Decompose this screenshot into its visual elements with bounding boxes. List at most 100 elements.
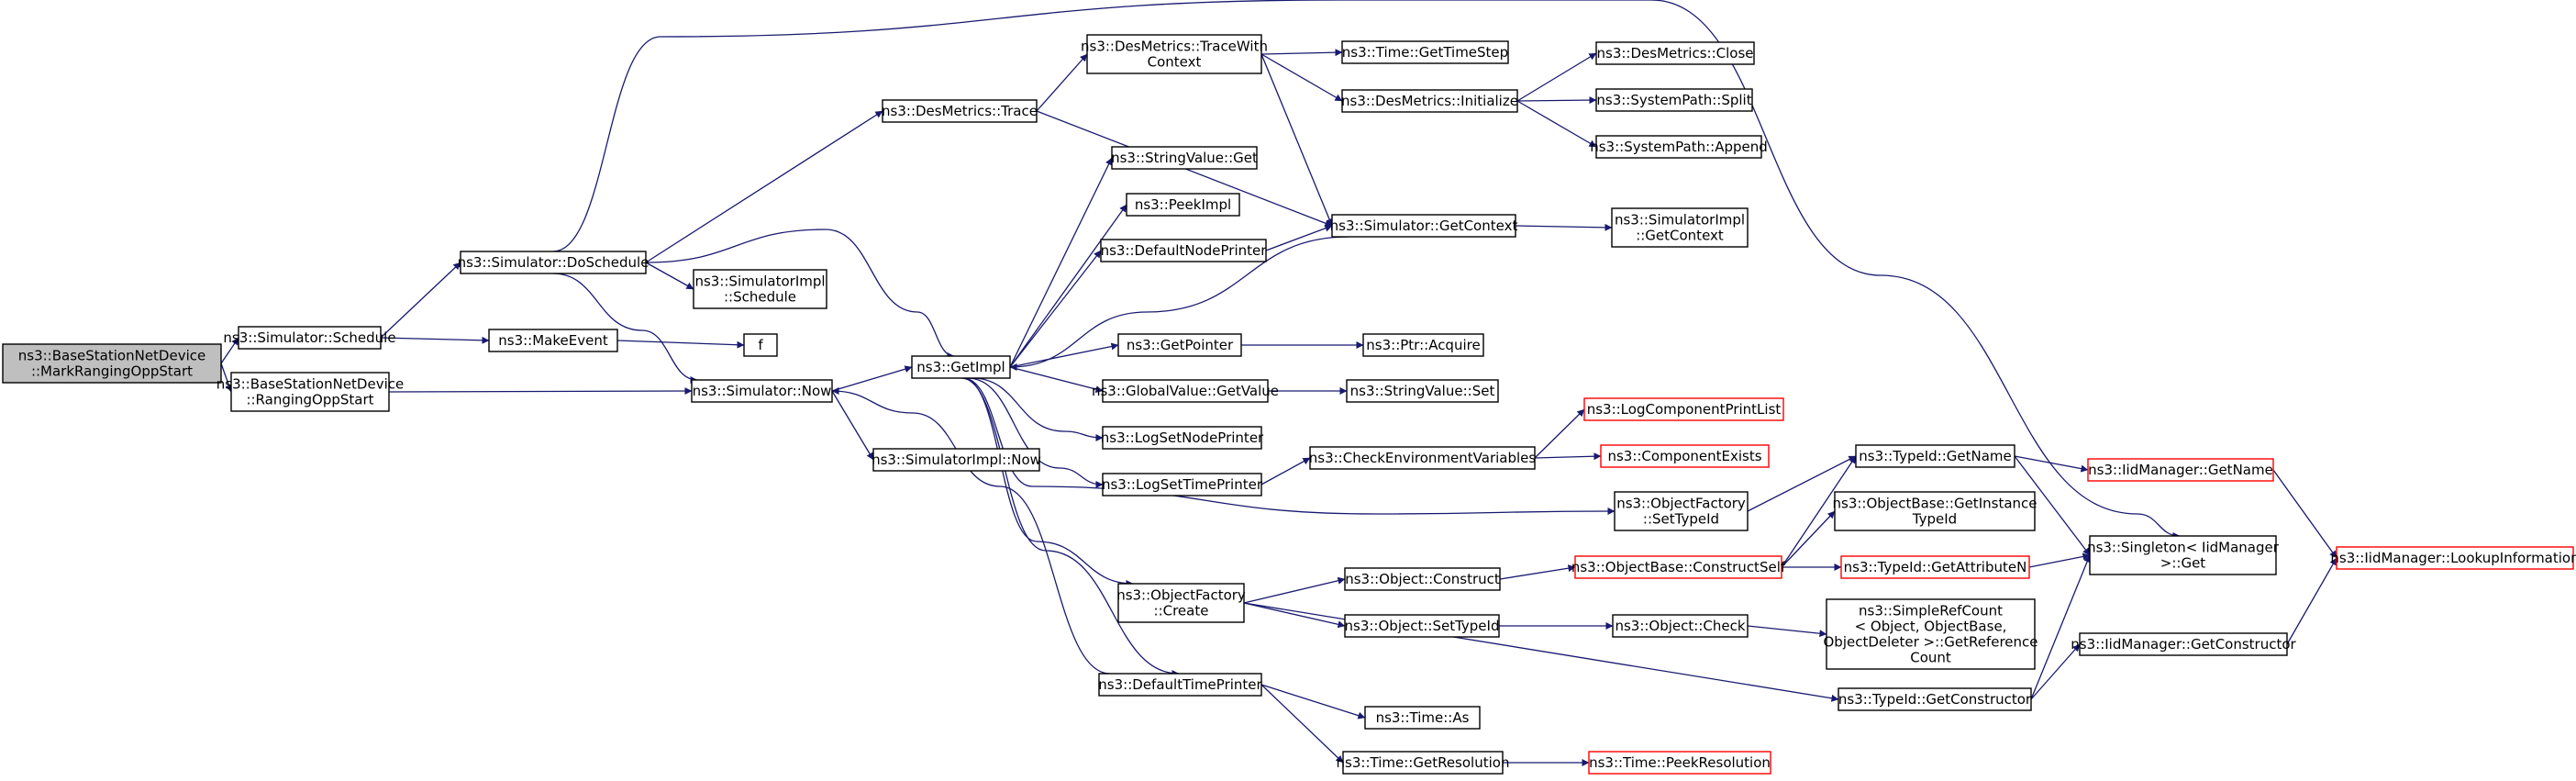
node-box bbox=[882, 99, 1038, 123]
node-def-time-printer[interactable]: ns3::DefaultTimePrinter bbox=[1098, 673, 1263, 697]
node-check-env[interactable]: ns3::CheckEnvironmentVariables bbox=[1309, 446, 1537, 470]
node-box bbox=[1611, 207, 1749, 248]
node-box bbox=[238, 326, 382, 350]
node-label: ns3::DesMetrics::Trace bbox=[882, 103, 1038, 119]
node-box bbox=[1612, 614, 1749, 638]
node-log-comp-list[interactable]: ns3::LogComponentPrintList bbox=[1583, 397, 1784, 421]
node-box bbox=[1855, 444, 2015, 468]
node-get-pointer[interactable]: ns3::GetPointer bbox=[1117, 333, 1242, 357]
node-iid-get-name[interactable]: ns3::IidManager::GetName bbox=[2087, 458, 2274, 482]
edge-do-schedule-to-now bbox=[552, 273, 698, 384]
node-ptr-acquire[interactable]: ns3::Ptr::Acquire bbox=[1362, 333, 1484, 357]
node-label: ns3::GetPointer bbox=[1127, 337, 1234, 353]
node-label: ns3::DefaultNodePrinter bbox=[1101, 242, 1268, 259]
node-obj-construct[interactable]: ns3::Object::Construct bbox=[1344, 567, 1501, 591]
node-label: ns3::DesMetrics::TraceWith bbox=[1081, 39, 1268, 55]
edge-get-impl-to-peek-impl bbox=[1009, 204, 1127, 368]
node-box bbox=[2336, 546, 2574, 570]
node-label: ns3::LogComponentPrintList bbox=[1587, 401, 1782, 418]
node-log-set-node[interactable]: ns3::LogSetNodePrinter bbox=[1101, 426, 1264, 450]
node-iid-lookup[interactable]: ns3::IidManager::LookupInformation bbox=[2330, 546, 2576, 570]
node-box bbox=[1102, 426, 1262, 450]
node-box bbox=[1331, 214, 1516, 238]
node-label: ns3::TypeId::GetConstructor bbox=[1838, 691, 2032, 708]
node-obj-set-type-id[interactable]: ns3::Object::SetTypeId bbox=[1344, 614, 1500, 638]
node-str-set[interactable]: ns3::StringValue::Set bbox=[1346, 379, 1499, 403]
edge-trace-with-to-get-context bbox=[1260, 53, 1333, 227]
node-obj-check[interactable]: ns3::Object::Check bbox=[1612, 614, 1749, 638]
node-label: ns3::Simulator::DoSchedule bbox=[458, 254, 650, 271]
edge-construct-self-to-tid-get-name bbox=[1781, 455, 1857, 568]
node-get-res[interactable]: ns3::Time::GetResolution bbox=[1337, 751, 1510, 775]
node-label: ::GetContext bbox=[1636, 228, 1724, 244]
node-box bbox=[2079, 632, 2288, 656]
edge-tid-get-ctor-to-iid-get-ctor bbox=[2030, 643, 2081, 700]
node-str-get[interactable]: ns3::StringValue::Get bbox=[1111, 146, 1258, 170]
node-ranging-start[interactable]: ns3::BaseStationNetDevice::RangingOppSta… bbox=[217, 372, 404, 412]
node-label: ns3::GetImpl bbox=[916, 359, 1005, 375]
node-do-schedule[interactable]: ns3::Simulator::DoSchedule bbox=[458, 251, 650, 274]
node-now[interactable]: ns3::Simulator::Now bbox=[691, 379, 833, 403]
node-of-set-type-id[interactable]: ns3::ObjectFactory::SetTypeId bbox=[1614, 491, 1749, 531]
node-construct-self[interactable]: ns3::ObjectBase::ConstructSelf bbox=[1571, 555, 1786, 579]
edge-do-schedule-to-singleton-get bbox=[552, 0, 2181, 540]
node-f[interactable]: f bbox=[743, 333, 778, 357]
node-box bbox=[1838, 687, 2032, 711]
node-gv-get[interactable]: ns3::GlobalValue::GetValue bbox=[1092, 379, 1279, 403]
node-des-init[interactable]: ns3::DesMetrics::Initialize bbox=[1341, 89, 1518, 113]
node-label: f bbox=[758, 337, 763, 353]
node-label: ns3::TypeId::GetName bbox=[1859, 448, 2011, 464]
node-time-as[interactable]: ns3::Time::As bbox=[1364, 706, 1481, 730]
node-label: ns3::Simulator::Now bbox=[693, 383, 832, 399]
node-label: ns3::ObjectFactory bbox=[1116, 587, 1246, 604]
node-box bbox=[1588, 751, 1771, 775]
node-log-set-time[interactable]: ns3::LogSetTimePrinter bbox=[1102, 473, 1263, 496]
edge-ranging-start-to-now bbox=[388, 387, 693, 396]
nodes-layer: ns3::BaseStationNetDevice::MarkRangingOp… bbox=[2, 34, 2576, 775]
edge-check-env-to-log-comp-list bbox=[1534, 408, 1585, 459]
node-get-impl[interactable]: ns3::GetImpl bbox=[911, 355, 1011, 379]
node-label: ns3::DefaultTimePrinter bbox=[1098, 676, 1262, 693]
node-def-node-printer[interactable]: ns3::DefaultNodePrinter bbox=[1100, 239, 1268, 262]
node-get-time-step[interactable]: ns3::Time::GetTimeStep bbox=[1341, 40, 1509, 64]
node-box bbox=[1098, 673, 1262, 697]
node-impl-get-ctx[interactable]: ns3::SimulatorImpl::GetContext bbox=[1611, 207, 1749, 248]
node-peek-impl[interactable]: ns3::PeekImpl bbox=[1126, 193, 1240, 217]
node-label: ns3::Time::As bbox=[1376, 709, 1470, 726]
node-impl-schedule[interactable]: ns3::SimulatorImpl::Schedule bbox=[693, 269, 827, 309]
node-comp-exists[interactable]: ns3::ComponentExists bbox=[1600, 444, 1770, 468]
node-des-trace[interactable]: ns3::DesMetrics::Trace bbox=[882, 99, 1038, 123]
node-impl-now[interactable]: ns3::SimulatorImpl::Now bbox=[872, 448, 1041, 472]
edge-get-impl-to-log-set-time bbox=[967, 377, 1104, 488]
node-label: ::Create bbox=[1154, 603, 1209, 619]
node-des-close[interactable]: ns3::DesMetrics::Close bbox=[1595, 41, 1755, 65]
node-tid-get-name[interactable]: ns3::TypeId::GetName bbox=[1855, 444, 2015, 468]
node-box bbox=[1102, 473, 1262, 496]
node-peek-res[interactable]: ns3::Time::PeekResolution bbox=[1588, 751, 1771, 775]
edge-root-to-ranging-start bbox=[220, 363, 233, 393]
edge-des-trace-to-trace-with bbox=[1036, 53, 1088, 112]
node-box bbox=[460, 251, 647, 274]
node-tid-get-attr[interactable]: ns3::TypeId::GetAttributeN bbox=[1840, 555, 2030, 579]
node-label: ns3::ObjectBase::GetInstance bbox=[1833, 496, 2037, 512]
node-box bbox=[2, 343, 222, 384]
node-label: ns3::Object::Check bbox=[1615, 618, 1745, 634]
node-label: ns3::IidManager::GetConstructor bbox=[2071, 636, 2296, 653]
node-of-create[interactable]: ns3::ObjectFactory::Create bbox=[1116, 583, 1246, 623]
node-singleton-get[interactable]: ns3::Singleton< IidManager >::Get bbox=[2087, 535, 2280, 575]
node-sp-split[interactable]: ns3::SystemPath::Split bbox=[1595, 88, 1753, 112]
node-iid-get-ctor[interactable]: ns3::IidManager::GetConstructor bbox=[2071, 632, 2297, 656]
node-simple-ref[interactable]: ns3::SimpleRefCount< Object, ObjectBase,… bbox=[1823, 598, 2038, 670]
node-make-event[interactable]: ns3::MakeEvent bbox=[488, 329, 618, 352]
node-get-context[interactable]: ns3::Simulator::GetContext bbox=[1330, 214, 1518, 238]
node-box bbox=[1583, 397, 1784, 421]
node-tid-get-ctor[interactable]: ns3::TypeId::GetConstructor bbox=[1838, 687, 2032, 711]
node-box bbox=[1344, 614, 1500, 638]
node-sp-append[interactable]: ns3::SystemPath::Append bbox=[1590, 135, 1768, 159]
node-label: ns3::Singleton< IidManager bbox=[2087, 540, 2280, 556]
node-label: ns3::DesMetrics::Initialize bbox=[1341, 93, 1518, 109]
node-schedule[interactable]: ns3::Simulator::Schedule bbox=[223, 326, 396, 350]
